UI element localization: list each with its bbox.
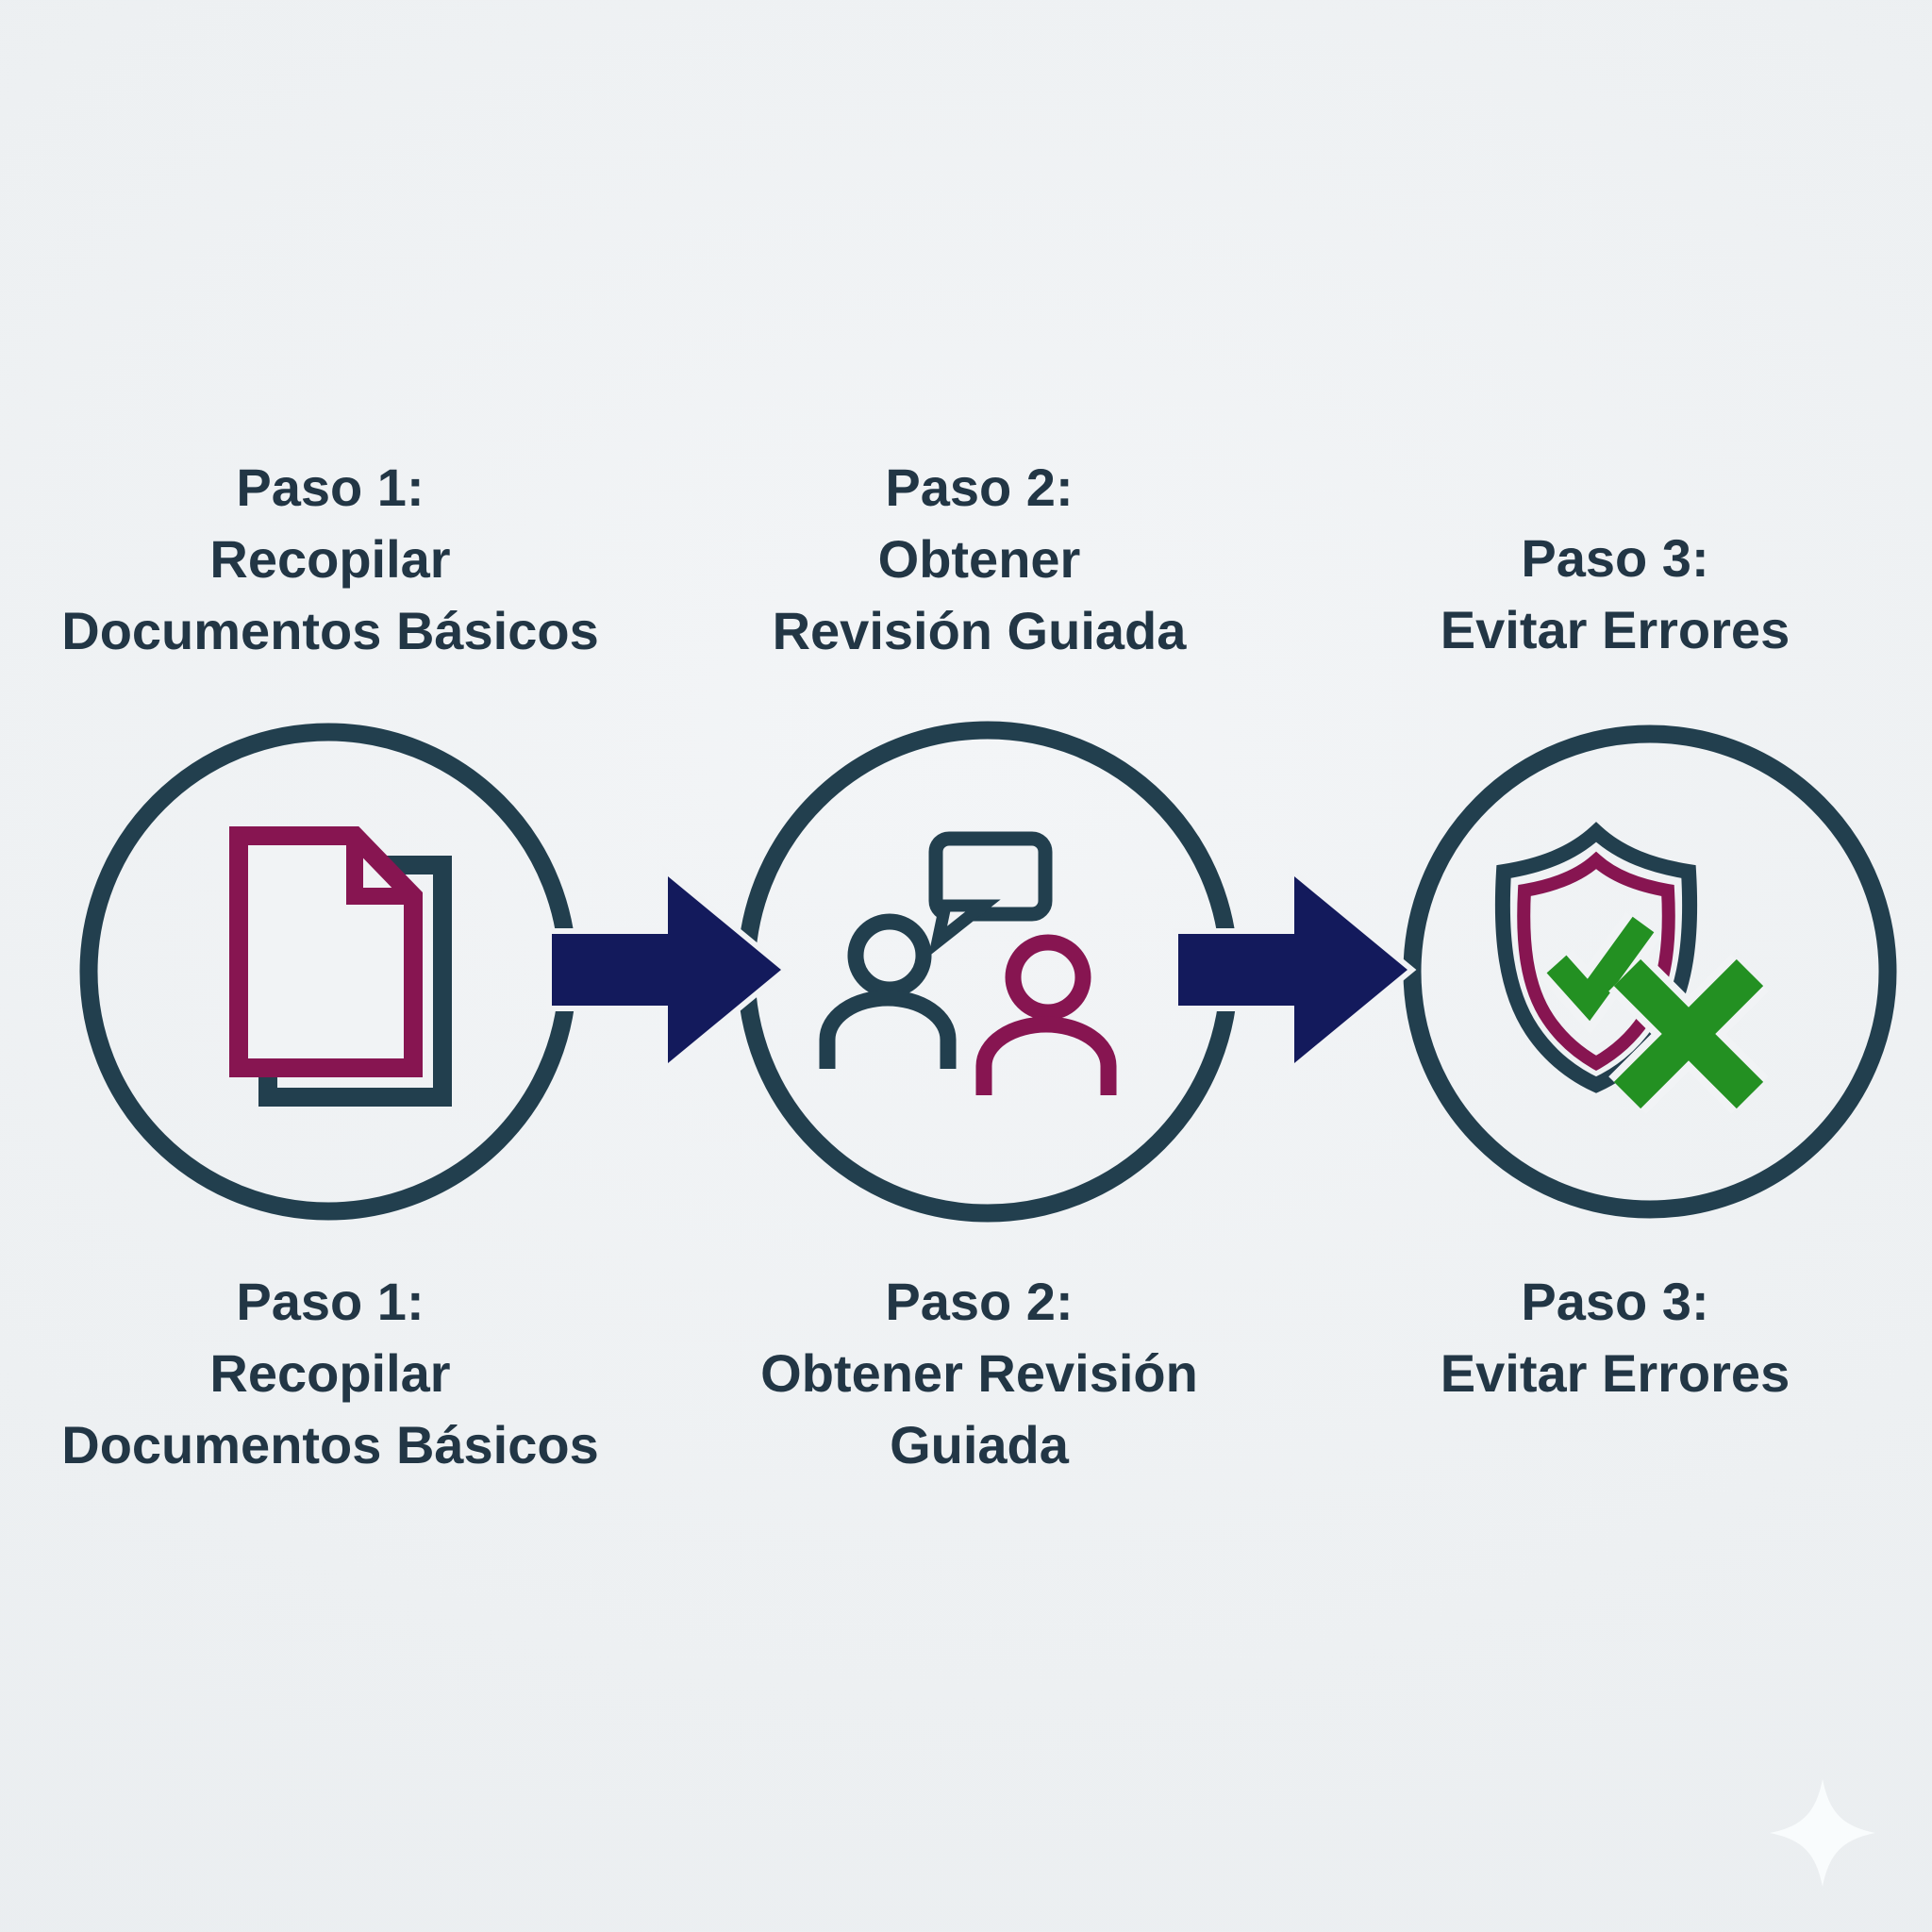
shield-outer-icon bbox=[1494, 822, 1698, 1093]
folded-corner-icon bbox=[346, 840, 409, 905]
shield-inner-icon bbox=[1517, 851, 1675, 1072]
check-icon bbox=[1546, 916, 1655, 1022]
step-2-circle bbox=[737, 721, 1239, 1223]
documents-icon bbox=[229, 826, 452, 1107]
step-1-bottom-label: Paso 1: Recopilar Documentos Básicos bbox=[61, 1272, 599, 1474]
step-2-bottom-label: Paso 2: Obtener Revisión Guiada bbox=[760, 1272, 1198, 1474]
step-2-top-label: Paso 2: Obtener Revisión Guiada bbox=[772, 458, 1187, 660]
step-3-top-label: Paso 3: Evitar Errores bbox=[1440, 528, 1790, 659]
step-3-bottom-label: Paso 3: Evitar Errores bbox=[1440, 1272, 1790, 1403]
speech-bubble-tail-icon bbox=[927, 899, 1001, 958]
speech-bubble-icon bbox=[928, 831, 1053, 922]
x-icon bbox=[1613, 958, 1764, 1109]
step-1-top-label: Paso 1: Recopilar Documentos Básicos bbox=[61, 458, 599, 660]
arrow-right-icon-1 bbox=[546, 864, 791, 1075]
shield-check-x-icon bbox=[1494, 822, 1769, 1114]
arrow-right-icon-2 bbox=[1173, 864, 1417, 1075]
people-conversation-icon bbox=[819, 831, 1117, 1095]
person-icon-secondary bbox=[975, 934, 1117, 1095]
front-document-icon bbox=[229, 826, 423, 1077]
person-icon-primary bbox=[819, 913, 957, 1069]
sparkle-icon bbox=[1770, 1779, 1875, 1887]
